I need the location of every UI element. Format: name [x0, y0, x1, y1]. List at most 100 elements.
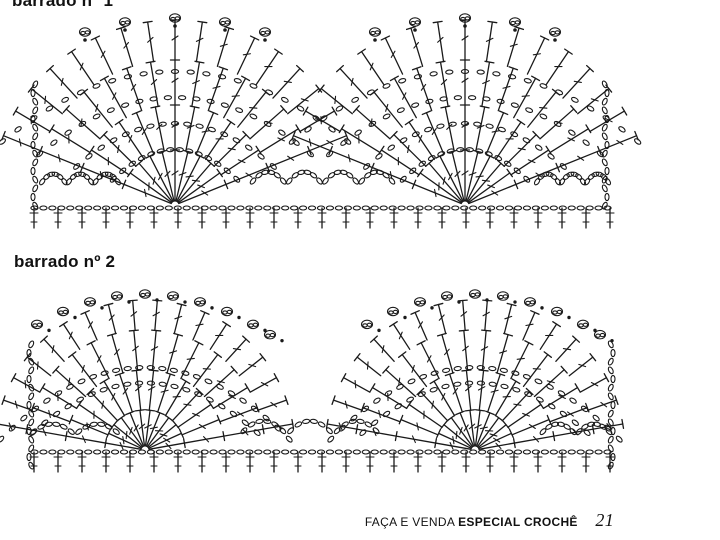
- chain-stitch: [586, 105, 595, 112]
- picot: [458, 13, 472, 23]
- chain-stitch: [397, 449, 406, 455]
- page-number: 21: [595, 510, 614, 530]
- chain-stitch: [39, 449, 48, 455]
- stitch-top: [574, 383, 581, 393]
- chain-stitch: [460, 449, 469, 455]
- stitch-top: [216, 414, 222, 425]
- chain-stitch: [233, 175, 241, 183]
- chain-stitch: [352, 449, 361, 455]
- stitch-stem: [123, 183, 172, 205]
- chain-stitch: [175, 147, 184, 153]
- stitch-top: [226, 118, 236, 126]
- stitch-stem: [255, 50, 280, 86]
- stitch-stem: [496, 333, 509, 374]
- chain-stitch: [592, 421, 602, 427]
- stitch-bar: [398, 377, 401, 386]
- stitch-stem: [129, 412, 145, 447]
- picot-inner: [36, 322, 43, 327]
- stitch-bar: [119, 442, 124, 450]
- slip-stitch: [100, 306, 104, 310]
- chain-stitch: [495, 205, 505, 211]
- chain-stitch: [607, 383, 614, 392]
- stitch-top: [421, 110, 432, 116]
- chain-stitch: [192, 373, 201, 380]
- chain-stitch: [539, 83, 548, 89]
- stitch-bar: [418, 134, 423, 143]
- stitch-bar: [499, 350, 508, 354]
- chain-stitch: [600, 173, 608, 181]
- stitch-stem: [495, 121, 522, 161]
- chain-stitch: [239, 397, 247, 404]
- chain-stitch: [285, 435, 293, 443]
- stitch-bar: [128, 134, 133, 143]
- stitch-bar: [152, 311, 160, 317]
- stitch-top: [12, 106, 19, 116]
- chain-stitch: [28, 340, 35, 349]
- chain-stitch: [28, 461, 35, 470]
- stitch-top: [530, 310, 540, 315]
- chain-stitch: [30, 166, 36, 176]
- picot-inner: [556, 309, 563, 315]
- stitch-stem: [147, 432, 183, 449]
- stitch-bar: [590, 98, 599, 102]
- picot-inner: [498, 294, 504, 300]
- slip-stitch: [183, 300, 187, 304]
- chain-stitch: [8, 424, 16, 432]
- stitch-top: [416, 340, 426, 346]
- chain-stitch: [135, 365, 144, 371]
- stitch-top: [586, 64, 594, 73]
- stitch-bar: [18, 138, 22, 147]
- stitch-stem: [183, 435, 225, 444]
- slip-stitch: [47, 328, 51, 333]
- stitch-bar: [465, 385, 472, 392]
- chain-stitch: [497, 126, 506, 133]
- stitch-bar: [195, 37, 204, 42]
- chain-stitch: [121, 102, 130, 108]
- stitch-top: [259, 352, 267, 362]
- chain-stitch: [28, 444, 35, 453]
- stitch-stem: [219, 406, 258, 423]
- chain-stitch: [424, 449, 433, 455]
- stitch-top: [621, 106, 628, 116]
- stitch-bar: [420, 83, 427, 91]
- chain-stitch: [451, 449, 460, 455]
- chain-stitch: [26, 400, 32, 410]
- chain-stitch: [28, 366, 35, 375]
- chain-stitch: [220, 131, 229, 138]
- chain-stitch: [89, 373, 98, 380]
- slip-stitch: [463, 24, 467, 28]
- chain-stitch: [39, 177, 46, 186]
- stitch-stem: [419, 390, 449, 422]
- stitch-bar: [232, 348, 242, 351]
- chain-stitch: [610, 400, 616, 410]
- stitch-stem: [2, 399, 33, 411]
- stitch-stem: [225, 338, 247, 362]
- chain-stitch: [227, 205, 236, 211]
- stitch-stem: [510, 149, 550, 176]
- chain-stitch: [302, 418, 311, 425]
- stitch-bar: [58, 154, 61, 163]
- stitch-stem: [485, 112, 505, 155]
- stitch-stem: [0, 423, 28, 430]
- chain-stitch: [601, 106, 608, 115]
- stitch-top: [195, 387, 204, 396]
- chain-stitch: [523, 78, 532, 84]
- stitch-bar: [390, 50, 396, 58]
- stitch-top: [59, 321, 68, 328]
- stitch-stem: [103, 77, 127, 119]
- stitch-bar: [236, 411, 244, 417]
- chain-stitch: [333, 169, 342, 176]
- picot: [440, 291, 454, 301]
- picot-inner: [550, 30, 556, 36]
- chain-stitch: [164, 205, 173, 211]
- chain-stitch: [361, 205, 370, 211]
- slip-stitch: [173, 24, 177, 28]
- stitch-stem: [55, 369, 87, 398]
- stitch-top: [369, 335, 378, 343]
- stitch-stem: [135, 112, 155, 155]
- chain-stitch: [359, 429, 367, 437]
- stitch-bar: [416, 422, 419, 431]
- stitch-stem: [463, 329, 469, 371]
- stitch-stem: [522, 353, 549, 388]
- stitch-bar: [546, 380, 555, 384]
